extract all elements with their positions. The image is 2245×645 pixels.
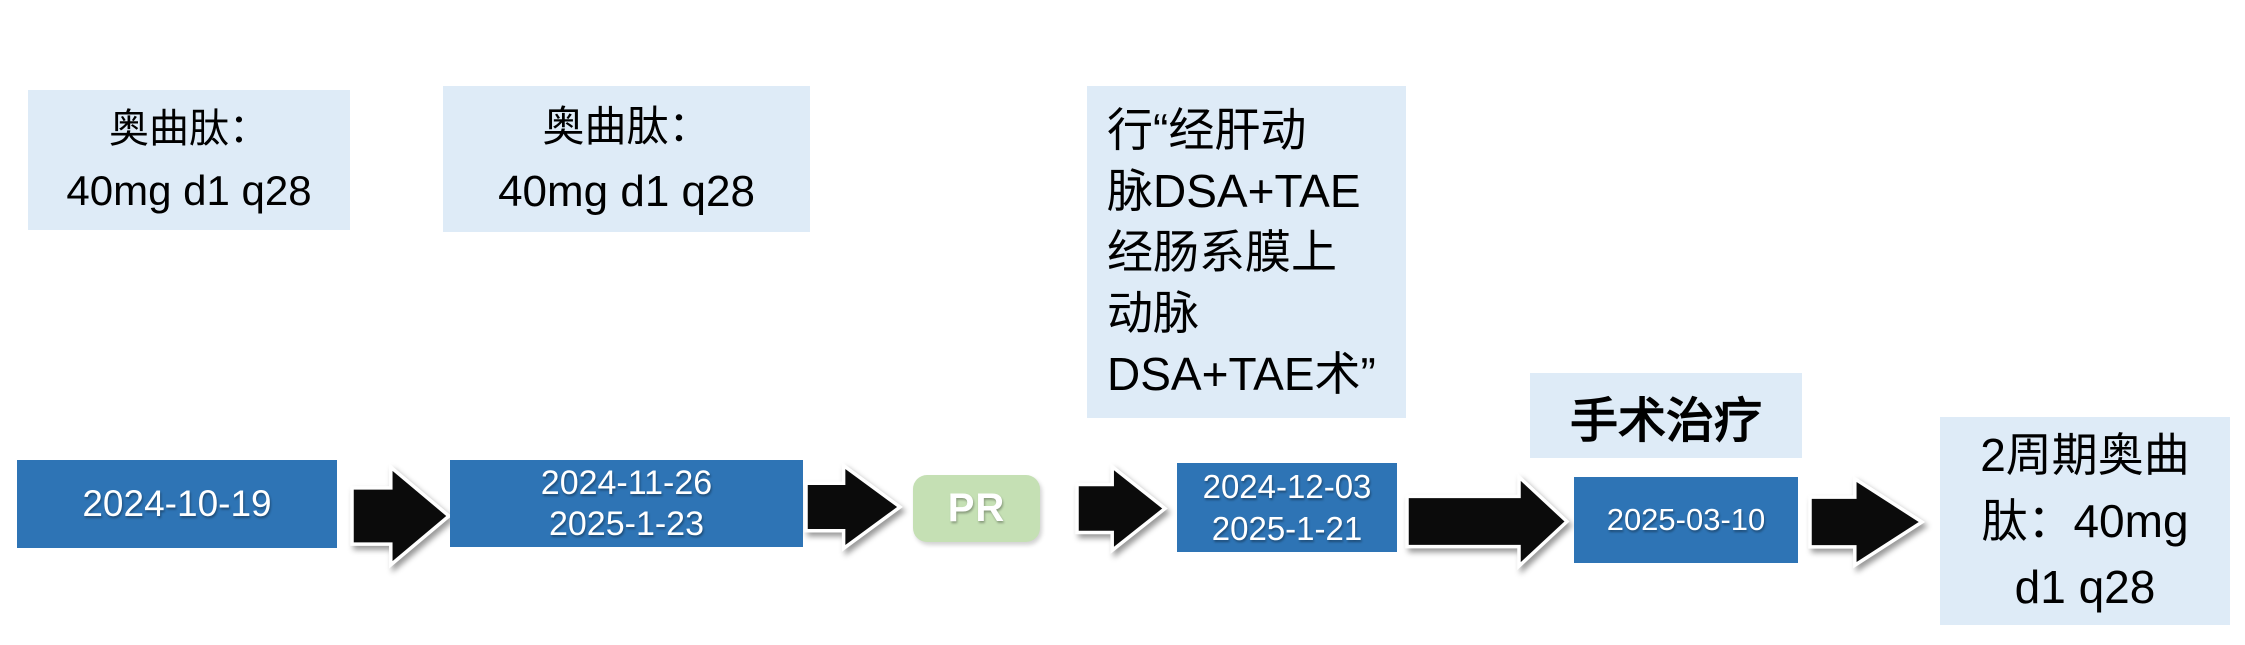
octreotide-box-2: 奥曲肽： 40mg d1 q28 xyxy=(443,86,810,232)
timeline-date-box-4: 2024-12-03 2025-1-21 xyxy=(1177,463,1397,552)
status-badge-pr: PR xyxy=(913,475,1040,542)
octreotide-1-label: 奥曲肽： xyxy=(109,106,269,152)
octreotide-box-1: 奥曲肽： 40mg d1 q28 xyxy=(28,90,350,230)
octreotide-2cycles-note-box: 2周期奥曲 肽：40mg d1 q28 xyxy=(1940,417,2230,625)
arrow-right-icon xyxy=(1077,464,1165,553)
arrow-right-icon xyxy=(352,464,449,568)
arrow-right-icon xyxy=(1407,475,1567,568)
dsa-tae-procedure-box: 行“经肝动 脉DSA+TAE 经肠系膜上 动脉 DSA+TAE术” xyxy=(1087,86,1406,418)
arrow-right-icon xyxy=(806,463,900,551)
octreotide-2-dose: 40mg d1 q28 xyxy=(498,167,755,216)
timeline-date-box-1: 2024-10-19 xyxy=(17,460,337,548)
arrow-right-icon xyxy=(1810,476,1922,568)
surgery-label: 手术治疗 xyxy=(1569,392,1762,449)
octreotide-1-dose: 40mg d1 q28 xyxy=(66,167,312,214)
timeline-date-box-2: 2024-11-26 2025-1-23 xyxy=(450,460,803,547)
surgery-label-box: 手术治疗 xyxy=(1530,373,1802,458)
timeline-date-box-5: 2025-03-10 xyxy=(1574,477,1798,563)
octreotide-2-label: 奥曲肽： xyxy=(542,102,711,151)
